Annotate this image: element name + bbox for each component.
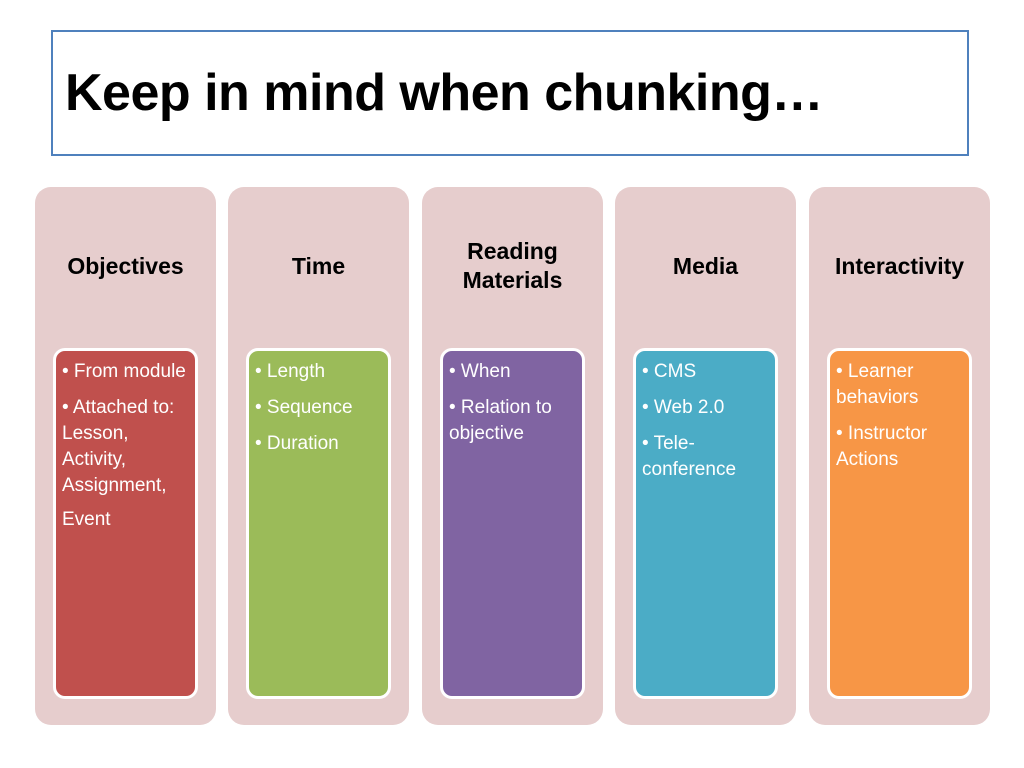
list-item: • CMS <box>642 361 697 382</box>
list-item: • Tele-conference <box>642 433 737 480</box>
list-item: • Sequence <box>255 397 353 418</box>
column-label-line: Time <box>291 252 346 279</box>
column-label-line: Objectives <box>67 252 184 279</box>
slide-title: Keep in mind when chunking… <box>65 64 823 122</box>
card-time: • Length • Sequence • Duration <box>246 348 391 699</box>
card-list: • When • Relation to objective <box>449 359 577 447</box>
card-list: • Learner behaviors • Instructor Actions <box>836 359 964 473</box>
title-box: Keep in mind when chunking… <box>51 30 969 156</box>
column-label-line: Interactivity <box>834 252 965 279</box>
column-media: Media • CMS • Web 2.0 • Tele-conference <box>615 187 796 725</box>
column-label: Interactivity <box>809 224 990 308</box>
column-objectives: Objectives • From module • Attached to: … <box>35 187 216 725</box>
list-item: • Learner behaviors <box>836 361 919 408</box>
card-list: • CMS • Web 2.0 • Tele-conference <box>642 359 770 483</box>
list-item: • From module <box>62 361 186 382</box>
list-item: • Length <box>255 361 326 382</box>
list-item: • Instructor Actions <box>836 423 928 470</box>
column-interactivity: Interactivity • Learner behaviors • Inst… <box>809 187 990 725</box>
list-item: • Attached to: Lesson, Activity, Assignm… <box>62 397 175 496</box>
column-label: Reading Materials <box>422 224 603 308</box>
card-objectives: • From module • Attached to: Lesson, Act… <box>53 348 198 699</box>
card-list: • From module • Attached to: Lesson, Act… <box>62 359 190 533</box>
card-reading-materials: • When • Relation to objective <box>440 348 585 699</box>
column-label-line: Media <box>672 252 739 279</box>
column-label-line: Materials <box>462 267 563 293</box>
list-item: • Duration <box>255 433 339 454</box>
column-time: Time • Length • Sequence • Duration <box>228 187 409 725</box>
card-interactivity: • Learner behaviors • Instructor Actions <box>827 348 972 699</box>
list-item: • When <box>449 361 511 382</box>
card-media: • CMS • Web 2.0 • Tele-conference <box>633 348 778 699</box>
list-item: Event <box>62 509 111 530</box>
card-list: • Length • Sequence • Duration <box>255 359 383 457</box>
column-reading-materials: Reading Materials • When • Relation to o… <box>422 187 603 725</box>
column-label: Objectives <box>35 224 216 308</box>
list-item: • Relation to objective <box>449 397 552 444</box>
list-item: • Web 2.0 <box>642 397 725 418</box>
column-label-line: Reading <box>467 238 558 265</box>
column-label: Media <box>615 224 796 308</box>
column-label: Time <box>228 224 409 308</box>
